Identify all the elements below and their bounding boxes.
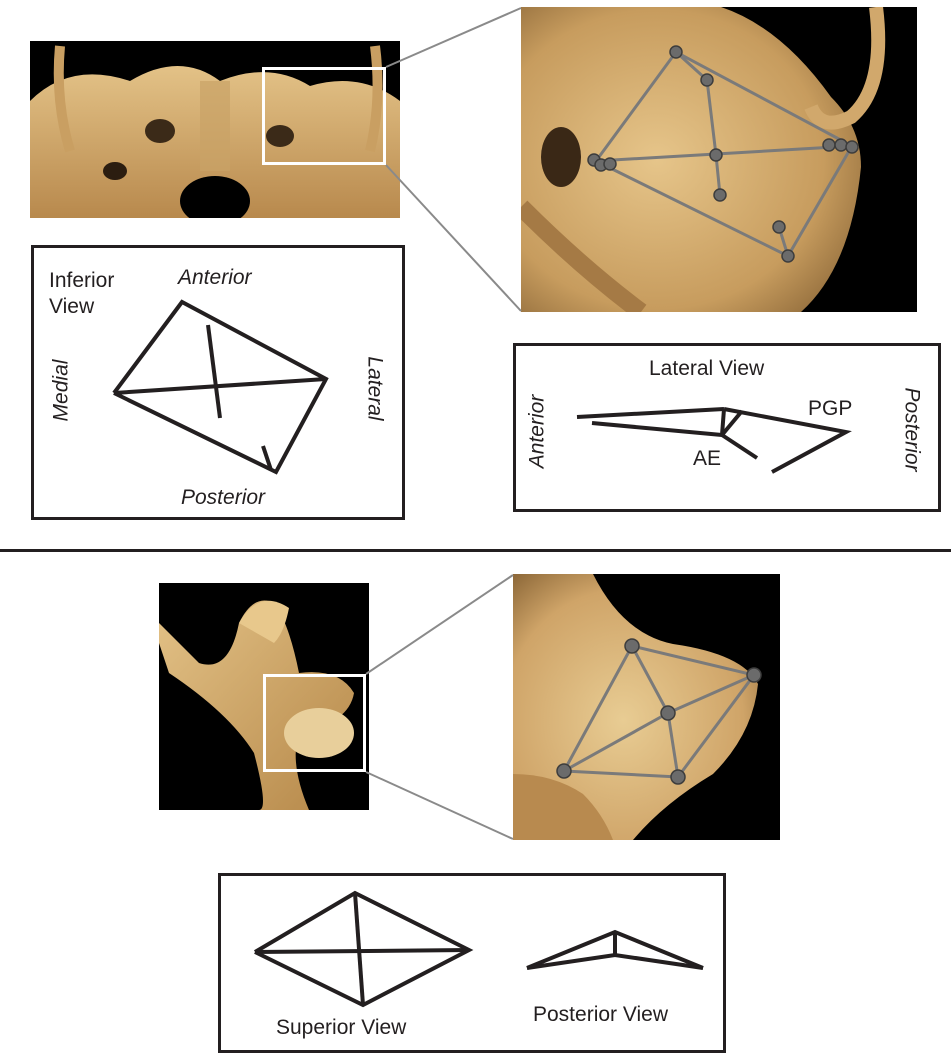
landmark-point (625, 639, 639, 653)
landmark-point (782, 250, 794, 262)
landmark-point (773, 221, 785, 233)
landmark-point (671, 770, 685, 784)
landmark-point (835, 139, 847, 151)
glenoid-landmark-lines (596, 52, 852, 256)
landmark-point (670, 46, 682, 58)
inferior-view-wireframe (114, 302, 326, 472)
condyle-landmark-lines (564, 646, 754, 777)
lateral-view-wireframe (577, 409, 846, 472)
landmark-point (701, 74, 713, 86)
superior-view-wireframe (255, 893, 469, 1005)
landmark-point (714, 189, 726, 201)
landmark-point (604, 158, 616, 170)
condyle-landmark-points (557, 639, 761, 784)
landmark-point (823, 139, 835, 151)
posterior-view-wireframe (527, 932, 703, 968)
landmark-point (710, 149, 722, 161)
zoom-connector-lines-top (386, 8, 521, 311)
zoom-connector-lines-bottom (366, 575, 513, 839)
landmark-point (557, 764, 571, 778)
landmark-point (846, 141, 858, 153)
landmark-point (747, 668, 761, 682)
landmark-point (661, 706, 675, 720)
